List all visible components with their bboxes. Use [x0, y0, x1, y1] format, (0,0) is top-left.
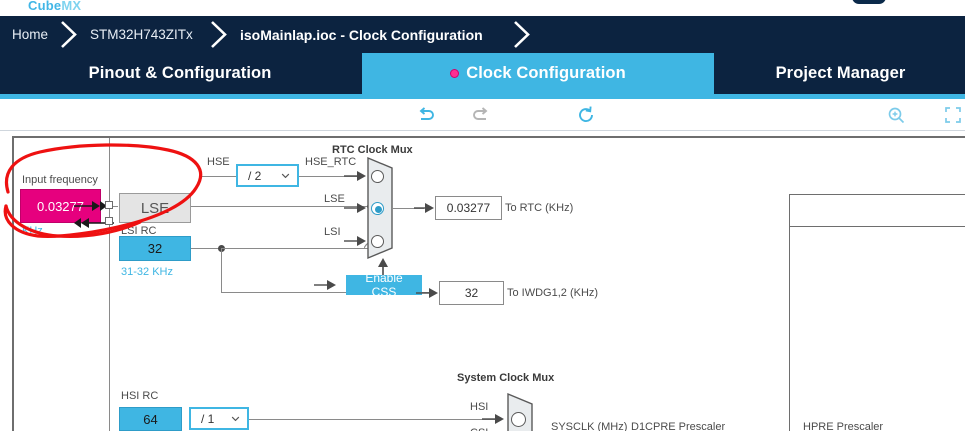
tab-project-manager-label: Project Manager: [775, 64, 906, 82]
rtc-mux-input-lse-label: LSE: [324, 193, 345, 205]
breadcrumb-chevron-3: [513, 21, 531, 48]
undo-icon[interactable]: [414, 103, 438, 127]
rtc-mux-radio-lse[interactable]: [371, 202, 384, 215]
fullscreen-icon[interactable]: [941, 103, 965, 127]
d1cpre-prescaler-label: D1CPRE Prescaler: [631, 421, 726, 431]
arrow-to-enable-css: [314, 280, 336, 290]
lse-button[interactable]: LSE: [119, 193, 191, 223]
brand-bar: CubeMX: [0, 0, 965, 16]
tab-pinout-label: Pinout & Configuration: [88, 64, 272, 82]
to-rtc-value-field[interactable]: 0.03277: [435, 196, 502, 220]
main-tabs: Pinout & Configuration Clock Configurati…: [0, 53, 965, 94]
lsi-rc-output-line: [191, 248, 221, 249]
lsi-rc-value-field[interactable]: 32: [119, 236, 191, 261]
zoom-in-icon[interactable]: [884, 103, 908, 127]
system-clock-mux[interactable]: [506, 392, 542, 431]
tab-project-manager[interactable]: Project Manager: [716, 53, 965, 94]
lse-handle-top[interactable]: [105, 201, 113, 209]
sysclk-label: SYSCLK (MHz): [551, 421, 628, 431]
clock-config-status-dot: [450, 69, 460, 78]
top-right-button[interactable]: [852, 0, 886, 4]
hsi-prescaler-value: / 1: [201, 411, 215, 426]
enable-css-button[interactable]: Enable CSS: [346, 271, 422, 299]
hsi-rc-value-field[interactable]: 64: [119, 407, 182, 431]
rtc-mux-input-lsi-label: LSI: [324, 226, 341, 238]
lsi-branch-down: [221, 248, 222, 293]
hsi-rc-label: HSI RC: [121, 390, 159, 402]
rtc-clock-mux-title: RTC Clock Mux: [332, 144, 413, 156]
hpre-prescaler-label: HPRE Prescaler: [803, 421, 884, 431]
chevron-down-icon: [281, 173, 290, 178]
lsi-to-mux-line: [221, 248, 370, 249]
guide-rail-1: [109, 138, 110, 431]
breadcrumb-chevron-2: [210, 21, 228, 48]
arrow-to-iwdg: [416, 288, 438, 298]
breadcrumb-item-home[interactable]: Home: [12, 27, 49, 42]
hsi-output-line: [249, 419, 501, 420]
chevron-down-icon-2: [231, 416, 240, 421]
lsi-rc-range-label: 31-32 KHz: [121, 266, 173, 278]
breadcrumb-item-current[interactable]: isoMainlap.ioc - Clock Configuration: [240, 26, 483, 43]
tabs-underline: [0, 94, 965, 99]
rtc-mux-radio-lsi[interactable]: [371, 235, 384, 248]
to-rtc-label: To RTC (KHz): [505, 202, 574, 214]
arrow-to-rtc: [414, 203, 434, 213]
tab-clock-label: Clock Configuration: [466, 64, 626, 82]
hse-input-line: [199, 176, 238, 177]
sysmux-input-csi-label: CSI: [470, 427, 488, 431]
sysmux-input-hsi-label: HSI: [470, 401, 489, 413]
input-frequency-unit: KHz: [22, 225, 43, 237]
hse-prescaler-value: / 2: [248, 168, 262, 183]
lse-output-line: [191, 206, 370, 207]
rtc-mux-output-line: [392, 208, 424, 209]
clock-toolbar: Resolve Clock Issues: [0, 99, 965, 226]
input-frequency-label: Input frequency: [22, 174, 98, 186]
system-clock-mux-title: System Clock Mux: [457, 372, 555, 384]
tab-clock-configuration[interactable]: Clock Configuration: [362, 53, 714, 94]
hse-label: HSE: [207, 156, 230, 168]
arrow-into-mux-hse: [344, 171, 366, 181]
app-logo: CubeMX: [28, 0, 81, 13]
clock-tree-canvas[interactable]: Input frequency 0.03277 KHz LSE LSI RC 3…: [12, 136, 965, 431]
arrow-into-mux-lsi: [344, 236, 366, 246]
rtc-mux-radio-hse[interactable]: [371, 170, 384, 183]
lse-handle-bottom[interactable]: [105, 217, 113, 225]
arrow-into-mux-lse: [344, 203, 366, 213]
sysmux-radio-hsi[interactable]: [511, 412, 526, 427]
arrow-into-sysmux: [482, 414, 504, 424]
lsi-to-iwdg-line: [221, 292, 436, 293]
breadcrumb-chevron-1: [60, 21, 78, 48]
tab-pinout-configuration[interactable]: Pinout & Configuration: [0, 53, 360, 94]
hse-rtc-prescaler-select[interactable]: / 2: [236, 164, 299, 187]
breadcrumb: Home STM32H743ZITx isoMainlap.ioc - Cloc…: [0, 16, 965, 53]
to-iwdg-label: To IWDG1,2 (KHz): [507, 287, 599, 299]
right-panel-header-divider: [789, 226, 965, 227]
logo-mx-text: MX: [61, 0, 82, 13]
hse-rtc-line: [299, 176, 359, 177]
redo-icon[interactable]: [469, 103, 493, 127]
breadcrumb-item-device[interactable]: STM32H743ZITx: [90, 27, 193, 42]
hsi-prescaler-select[interactable]: / 1: [189, 407, 249, 430]
reset-icon[interactable]: [574, 103, 598, 127]
logo-cube-text: Cube: [28, 0, 62, 13]
right-side-panel: [789, 194, 965, 431]
hse-rtc-label: HSE_RTC: [305, 156, 357, 168]
toolbar-separator: [0, 130, 965, 131]
to-iwdg-value-field[interactable]: 32: [439, 281, 504, 305]
